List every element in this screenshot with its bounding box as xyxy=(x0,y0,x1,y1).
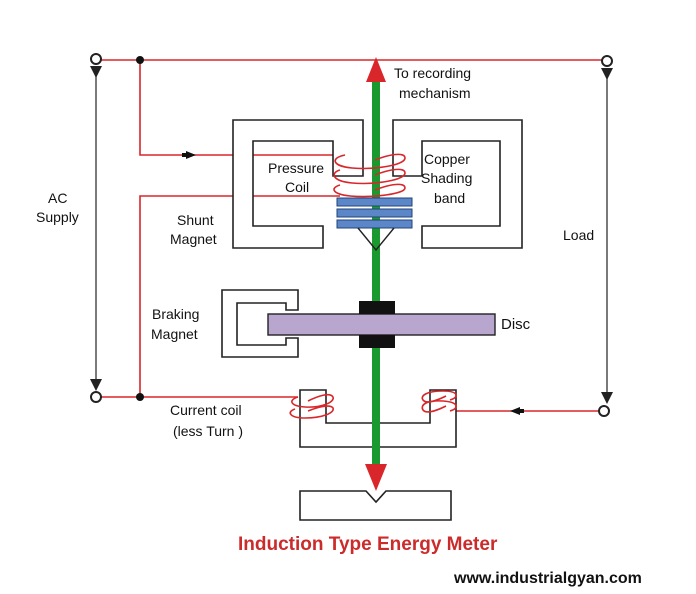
flux-pointer xyxy=(357,227,395,252)
junction-top xyxy=(136,56,144,64)
shaft-arrow-bottom xyxy=(365,464,387,491)
label-load: Load xyxy=(563,227,594,243)
junctions xyxy=(136,56,144,401)
label-to-recording-1: To recording xyxy=(394,65,471,81)
label-pressure-coil-2: Coil xyxy=(285,179,309,195)
label-disc: Disc xyxy=(501,316,531,333)
current-coil-windings xyxy=(289,390,457,419)
pressure-coil xyxy=(333,153,406,198)
label-shunt-1: Shunt xyxy=(177,212,214,228)
pressure-coil-return xyxy=(139,195,340,397)
label-ac-1: AC xyxy=(48,190,67,206)
label-to-recording-2: mechanism xyxy=(399,85,471,101)
label-copper-2: Shading xyxy=(421,170,472,186)
disc-hub-top xyxy=(359,301,395,314)
label-ac-2: Supply xyxy=(36,209,79,225)
website-url: www.industrialgyan.com xyxy=(453,570,642,587)
shunt-magnet-core xyxy=(232,119,523,249)
pressure-coil-feed xyxy=(139,60,345,156)
copper-shading-band xyxy=(336,197,413,229)
terminal-bottom-left xyxy=(90,391,102,403)
label-current-coil-1: Current coil xyxy=(170,402,242,418)
terminals xyxy=(90,53,613,417)
flow-arrow-current xyxy=(510,407,520,415)
junction-bottom xyxy=(136,393,144,401)
label-current-coil-2: (less Turn ) xyxy=(173,423,243,439)
recording-mechanism xyxy=(299,490,452,521)
flow-arrow-pressure-tail xyxy=(182,153,188,157)
label-pressure-coil-1: Pressure xyxy=(268,160,324,176)
label-copper-1: Copper xyxy=(424,151,470,167)
spindle-shaft xyxy=(372,80,380,466)
flow-arrow-current-tail xyxy=(518,409,524,413)
label-copper-3: band xyxy=(434,190,465,206)
label-braking-1: Braking xyxy=(152,306,199,322)
flow-arrow-pressure xyxy=(186,151,196,159)
terminal-top-left xyxy=(90,53,102,65)
terminal-bottom-right xyxy=(598,405,610,417)
disc xyxy=(267,313,496,336)
label-shunt-2: Magnet xyxy=(170,231,217,247)
shaft-arrow-top xyxy=(366,57,386,82)
diagram-caption: Induction Type Energy Meter xyxy=(238,534,498,555)
terminal-top-right xyxy=(601,55,613,67)
supply-wiring xyxy=(100,59,602,412)
disc-hub-bottom xyxy=(359,335,395,348)
label-braking-2: Magnet xyxy=(151,326,198,342)
current-coil-core xyxy=(299,389,457,448)
braking-magnet-core xyxy=(221,289,299,358)
